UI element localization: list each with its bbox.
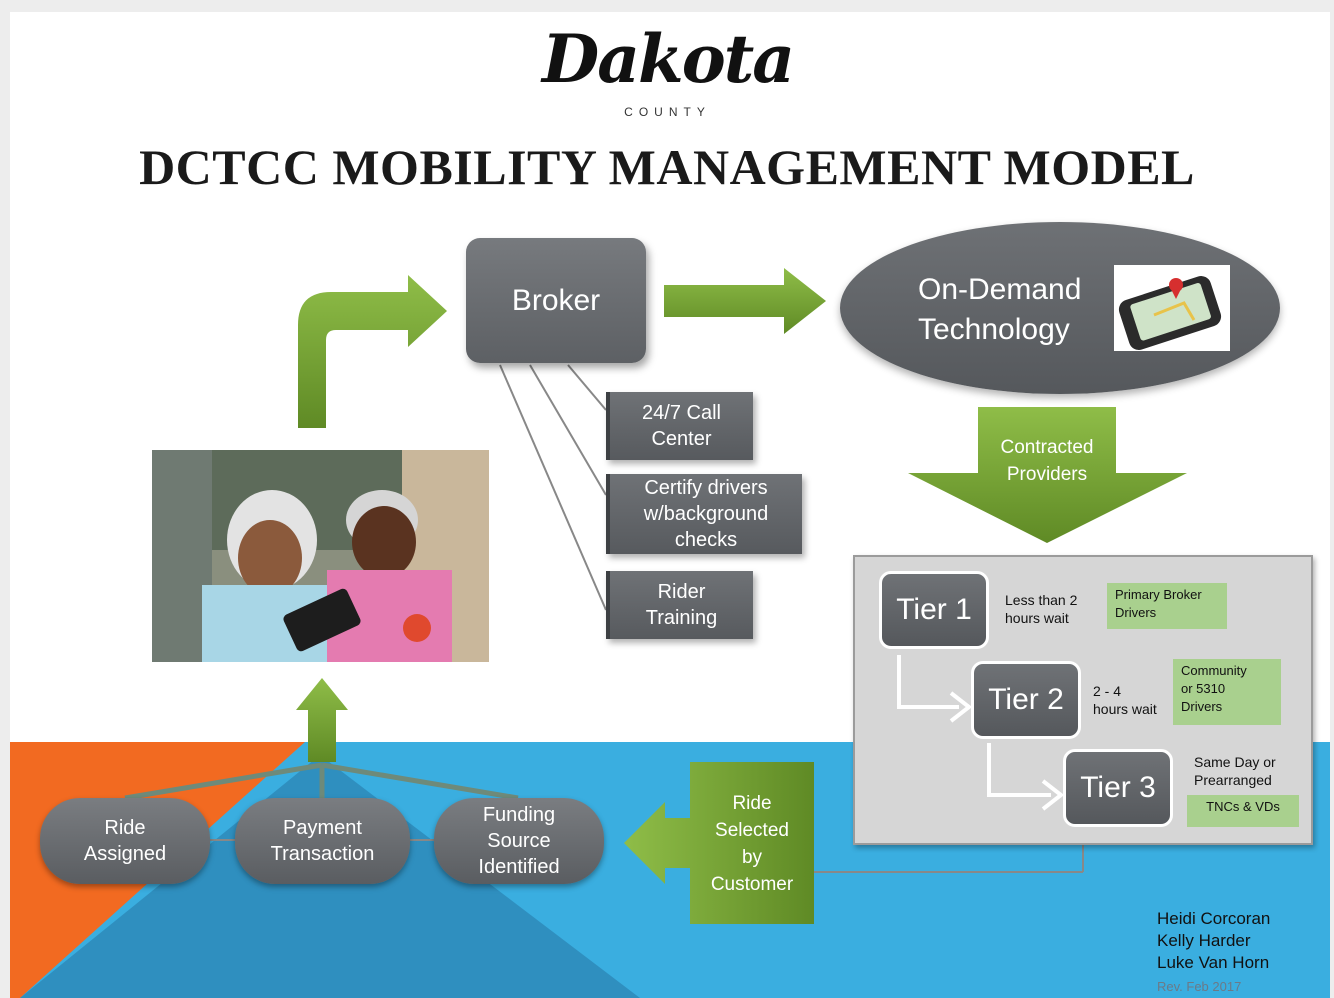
payment-line2: Transaction bbox=[270, 843, 375, 865]
contracted-line2: Providers bbox=[1006, 464, 1088, 485]
tier-2-wait: 2 - 4 hours wait bbox=[1093, 682, 1157, 718]
ride-selected-line4: Customer bbox=[710, 874, 794, 895]
ride-assigned-pill: Ride Assigned bbox=[40, 798, 210, 884]
credit-name: Heidi Corcoran bbox=[1157, 909, 1271, 928]
down-arrow-icon bbox=[908, 407, 1187, 543]
page-title: DCTCC MOBILITY MANAGEMENT MODEL bbox=[139, 139, 1195, 195]
tier-1-drivers-line1: Primary Broker bbox=[1115, 587, 1202, 602]
tier-2-drivers-line3: Drivers bbox=[1181, 699, 1223, 714]
tier-3-box: Tier 3 bbox=[1063, 749, 1173, 827]
tier-1-wait-line1: Less than 2 bbox=[1005, 592, 1078, 608]
tier-3-wait-line2: Prearranged bbox=[1194, 772, 1272, 788]
funding-line2: Source bbox=[487, 830, 551, 852]
call-center-box: 24/7 Call Center bbox=[606, 392, 753, 460]
tier-2-box: Tier 2 bbox=[971, 661, 1081, 739]
credits: Heidi Corcoran Kelly Harder Luke Van Hor… bbox=[1157, 908, 1270, 974]
slide: Dakota COUNTY DCTCC MOBILITY MANAGEMENT … bbox=[10, 12, 1330, 998]
ride-selected-arrow bbox=[624, 762, 814, 924]
rider-training-line2: Training bbox=[645, 607, 718, 629]
certify-line2: w/background bbox=[643, 503, 769, 525]
tier-2-wait-line1: 2 - 4 bbox=[1093, 683, 1122, 699]
tier-1-drivers-line2: Drivers bbox=[1115, 605, 1157, 620]
tier-2-label: Tier 2 bbox=[988, 683, 1064, 716]
credit-name: Kelly Harder bbox=[1157, 931, 1251, 950]
funding-line1: Funding bbox=[482, 804, 556, 826]
connector-lines bbox=[124, 364, 1084, 873]
payment-line1: Payment bbox=[283, 817, 362, 839]
bent-arrow-icon bbox=[296, 268, 1187, 924]
tier-1-label: Tier 1 bbox=[896, 593, 972, 626]
call-center-line2: Center bbox=[651, 428, 712, 450]
ride-assigned-line2: Assigned bbox=[83, 843, 167, 865]
funding-source-pill: Funding Source Identified bbox=[434, 798, 604, 884]
certify-line3: checks bbox=[674, 529, 738, 551]
seniors-tablet-photo bbox=[152, 450, 489, 662]
tier-1-wait: Less than 2 hours wait bbox=[1005, 591, 1077, 627]
call-center-line1: 24/7 Call bbox=[642, 402, 721, 424]
on-demand-line2: Technology bbox=[918, 313, 1070, 346]
rider-training-box: Rider Training bbox=[606, 571, 753, 639]
tier-1-wait-line2: hours wait bbox=[1005, 610, 1069, 626]
dakota-logo-sub: COUNTY bbox=[624, 105, 711, 119]
tier-flow-arrows bbox=[897, 655, 1065, 811]
tier-3-wait: Same Day or Prearranged bbox=[1194, 753, 1276, 789]
tier-2-drivers-line1: Community bbox=[1181, 663, 1247, 678]
ride-assigned-line1: Ride bbox=[104, 817, 146, 839]
tier-2-drivers-tag: Community or 5310 Drivers bbox=[1173, 659, 1281, 725]
rider-training-line1: Rider bbox=[657, 581, 706, 603]
tier-1-box: Tier 1 bbox=[879, 571, 989, 649]
tier-panel: Tier 1 Less than 2 hours wait Primary Br… bbox=[853, 555, 1313, 845]
tier-3-drivers-tag: TNCs & VDs bbox=[1187, 795, 1299, 827]
revision-date: Rev. Feb 2017 bbox=[1157, 979, 1242, 994]
tier-3-drivers-line1: TNCs & VDs bbox=[1206, 799, 1280, 814]
tier-3-label: Tier 3 bbox=[1080, 771, 1156, 804]
on-demand-label: On-Demand Technology bbox=[918, 270, 1108, 350]
tier-3-wait-line1: Same Day or bbox=[1194, 754, 1276, 770]
broker-label: Broker bbox=[511, 283, 601, 317]
tier-2-drivers-line2: or 5310 bbox=[1181, 681, 1226, 696]
credit-name: Luke Van Horn bbox=[1157, 953, 1270, 972]
certify-line1: Certify drivers bbox=[644, 477, 768, 499]
ride-selected-line1: Ride bbox=[732, 793, 772, 814]
payment-transaction-pill: Payment Transaction bbox=[235, 798, 410, 884]
contracted-line1: Contracted bbox=[1000, 437, 1094, 458]
funding-line3: Identified bbox=[478, 856, 560, 878]
tier-1-drivers-tag: Primary Broker Drivers bbox=[1107, 583, 1227, 629]
certify-drivers-box: Certify drivers w/background checks bbox=[606, 474, 802, 554]
contracted-providers-label: Contracted Providers bbox=[978, 434, 1116, 488]
up-arrow-icon bbox=[296, 678, 348, 762]
ride-selected-line2: Selected bbox=[715, 820, 789, 841]
ride-selected-line3: by bbox=[741, 847, 763, 868]
broker-box: Broker bbox=[466, 238, 646, 363]
smartphone-map-icon bbox=[1114, 265, 1230, 351]
tier-2-wait-line2: hours wait bbox=[1093, 701, 1157, 717]
dakota-logo: Dakota bbox=[541, 20, 795, 98]
right-arrow-icon bbox=[664, 268, 826, 334]
on-demand-line1: On-Demand bbox=[918, 273, 1082, 306]
ride-selected-label: Ride Selected by Customer bbox=[690, 790, 814, 898]
